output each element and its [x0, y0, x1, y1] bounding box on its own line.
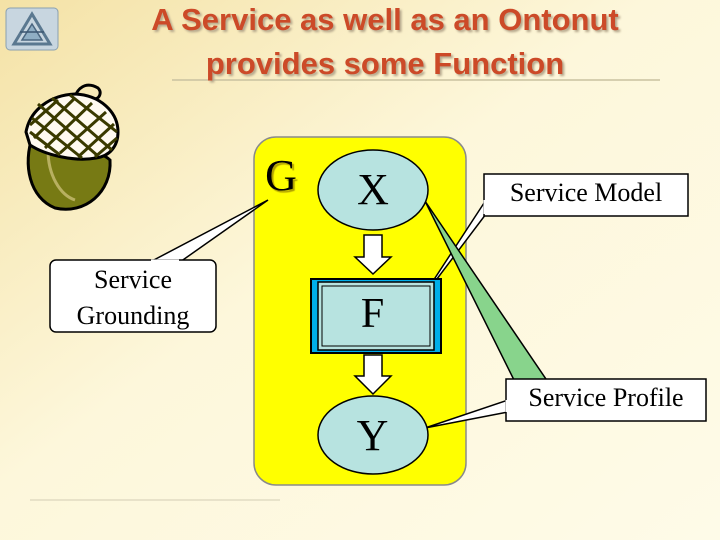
arrow-x-to-f — [353, 234, 393, 276]
service-model-callout — [483, 173, 689, 217]
service-grounding-callout — [49, 259, 217, 333]
function-label-f: F — [360, 291, 385, 337]
grounding-label-g: G — [265, 151, 297, 200]
node-y — [317, 395, 429, 475]
acorn-icon — [24, 83, 120, 211]
triangle-logo-icon — [5, 7, 59, 51]
function-box — [310, 278, 442, 354]
slide-title-line-1: A Service as well as an Ontonut — [151, 2, 619, 37]
node-x — [317, 149, 429, 231]
service-grounding-label-line-1: Service — [94, 265, 172, 294]
node-y-label: Y — [356, 411, 389, 460]
service-profile-callout — [505, 378, 707, 422]
service-model-label: Service Model — [509, 178, 663, 207]
service-grounding-label-line-2: Grounding — [76, 301, 190, 330]
node-x-label: X — [357, 165, 389, 214]
service-profile-label: Service Profile — [528, 383, 684, 412]
arrow-f-to-y — [353, 354, 393, 396]
slide-title-line-2: provides some Function — [205, 46, 565, 81]
